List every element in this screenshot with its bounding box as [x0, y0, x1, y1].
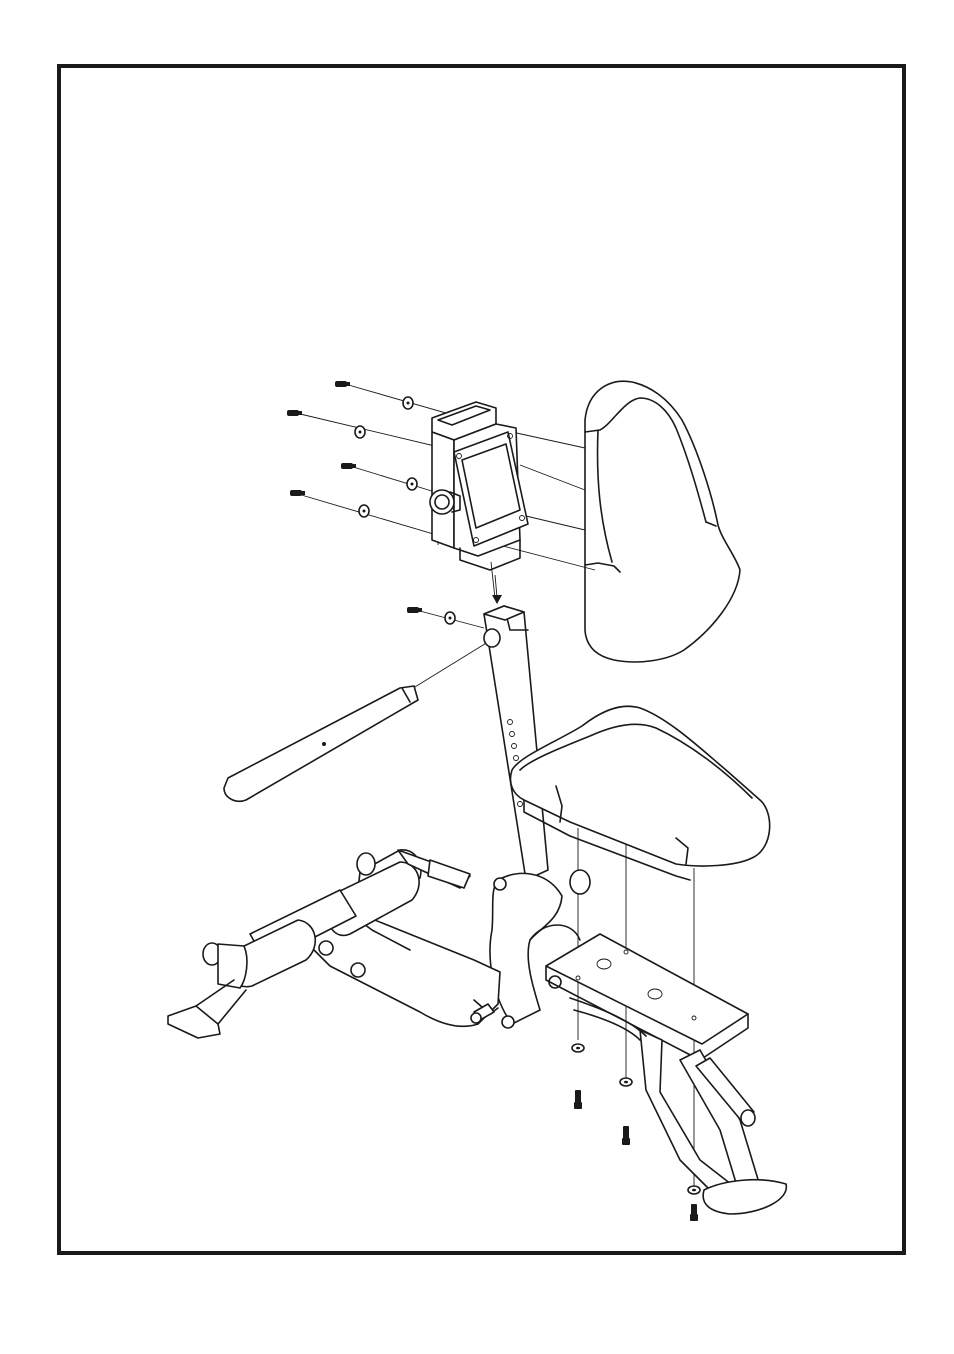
seat-bolt-1: [574, 1090, 582, 1109]
seat-pad: [511, 706, 770, 880]
backrest-bracket: [432, 402, 528, 570]
backrest-pad: [585, 381, 740, 662]
seat-post: [484, 606, 548, 880]
bracket-bolt-2: [287, 410, 302, 416]
handle-bar: [224, 686, 418, 801]
insert-arrow: [492, 575, 502, 604]
seat-washers: [572, 1044, 700, 1194]
main-frame: [312, 870, 786, 1214]
seat-bolt-3: [690, 1204, 698, 1221]
bracket-bolt-3: [341, 463, 356, 469]
bracket-bolt-1: [335, 381, 350, 387]
seat-bolt-2: [622, 1126, 630, 1145]
bracket-bolt-5: [407, 607, 422, 613]
